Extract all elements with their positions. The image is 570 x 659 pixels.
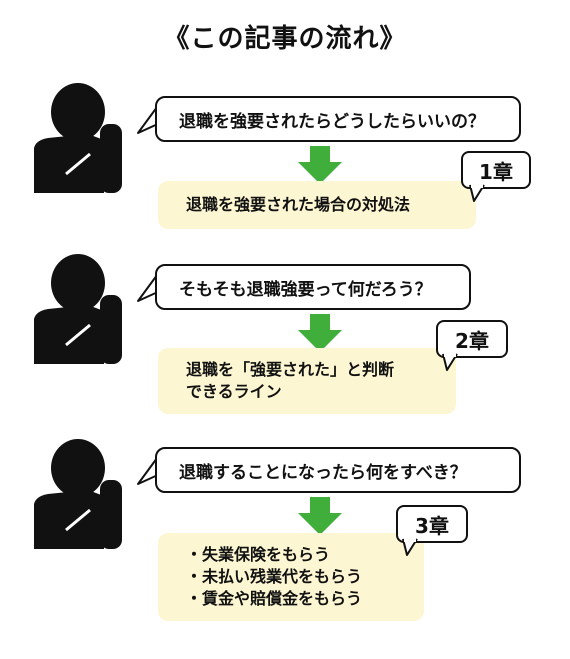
chapter-badge: 2章 [436,320,508,358]
answer-box: 退職を「強要された」と判断 できるライン [158,348,456,414]
answer-text: 退職を強要された場合の対処法 [186,195,411,214]
question-text: 退職を強要されたらどうしたらいいの？ [179,111,485,132]
thinking-person-silhouette-icon [34,83,122,193]
question-text: 退職することになったら何をすべき？ [179,462,467,483]
arrow-down-icon [298,497,342,535]
list-item: ・失業保険をもらう [186,545,331,564]
bubble-tail [137,453,161,485]
arrow-down-icon [298,146,342,184]
chapter-label: 2章 [455,328,489,353]
bubble-tail [137,102,161,134]
list-item: ・未払い残業代をもらう [186,567,363,586]
question-bubble: 退職することになったら何をすべき？ [155,447,521,493]
question-text: そもそも退職強要って何だろう？ [179,279,432,300]
chapter-label: 1章 [479,159,513,184]
answer-box: ・失業保険をもらう ・未払い残業代をもらう ・賃金や賠償金をもらう [158,533,424,621]
page-title: 《この記事の流れ》 [163,24,407,54]
badge-tail [442,353,458,371]
question-bubble: 退職を強要されたらどうしたらいいの？ [155,96,521,142]
answer-text-line-2: できるライン [186,382,282,401]
chapter-badge: 1章 [461,151,531,189]
bubble-tail [137,270,161,302]
thinking-person-silhouette-icon [34,439,122,549]
chapter-label: 3章 [415,513,449,538]
arrow-down-icon [298,314,342,352]
badge-tail [402,538,418,556]
answer-text-line-1: 退職を「強要された」と判断 [186,360,395,379]
chapter-badge: 3章 [396,505,468,543]
question-bubble: そもそも退職強要って何だろう？ [155,264,471,310]
answer-box: 退職を強要された場合の対処法 [158,181,476,229]
list-item: ・賃金や賠償金をもらう [186,589,363,608]
badge-tail [469,184,485,202]
thinking-person-silhouette-icon [34,254,122,364]
answer-list: ・失業保険をもらう ・未払い残業代をもらう ・賃金や賠償金をもらう [186,544,424,610]
